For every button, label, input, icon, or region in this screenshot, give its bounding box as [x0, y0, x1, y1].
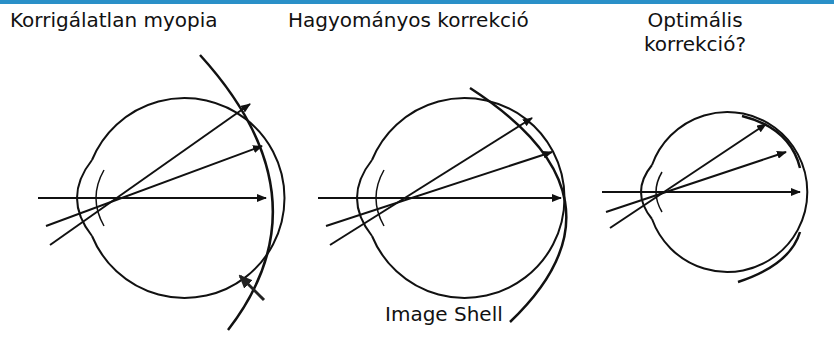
light-ray [50, 104, 250, 245]
light-ray [38, 197, 266, 199]
image-shell [742, 116, 800, 168]
panel-title: Optimális korrekció? [625, 8, 765, 56]
light-ray [606, 152, 786, 212]
callout-label: Image Shell [385, 302, 503, 326]
light-ray [610, 124, 766, 228]
light-ray [330, 118, 532, 245]
image-shell [738, 232, 800, 282]
light-ray [602, 191, 800, 193]
panel-title: Hagyományos korrekció [288, 8, 529, 32]
panel-title: Korrigálatlan myopia [10, 8, 218, 32]
pointer-arrow [240, 276, 264, 300]
image-shell [470, 88, 566, 322]
image-shell [200, 55, 273, 330]
light-ray [318, 197, 561, 199]
light-ray [326, 152, 552, 226]
light-ray [46, 146, 262, 226]
header-bar [0, 0, 834, 4]
